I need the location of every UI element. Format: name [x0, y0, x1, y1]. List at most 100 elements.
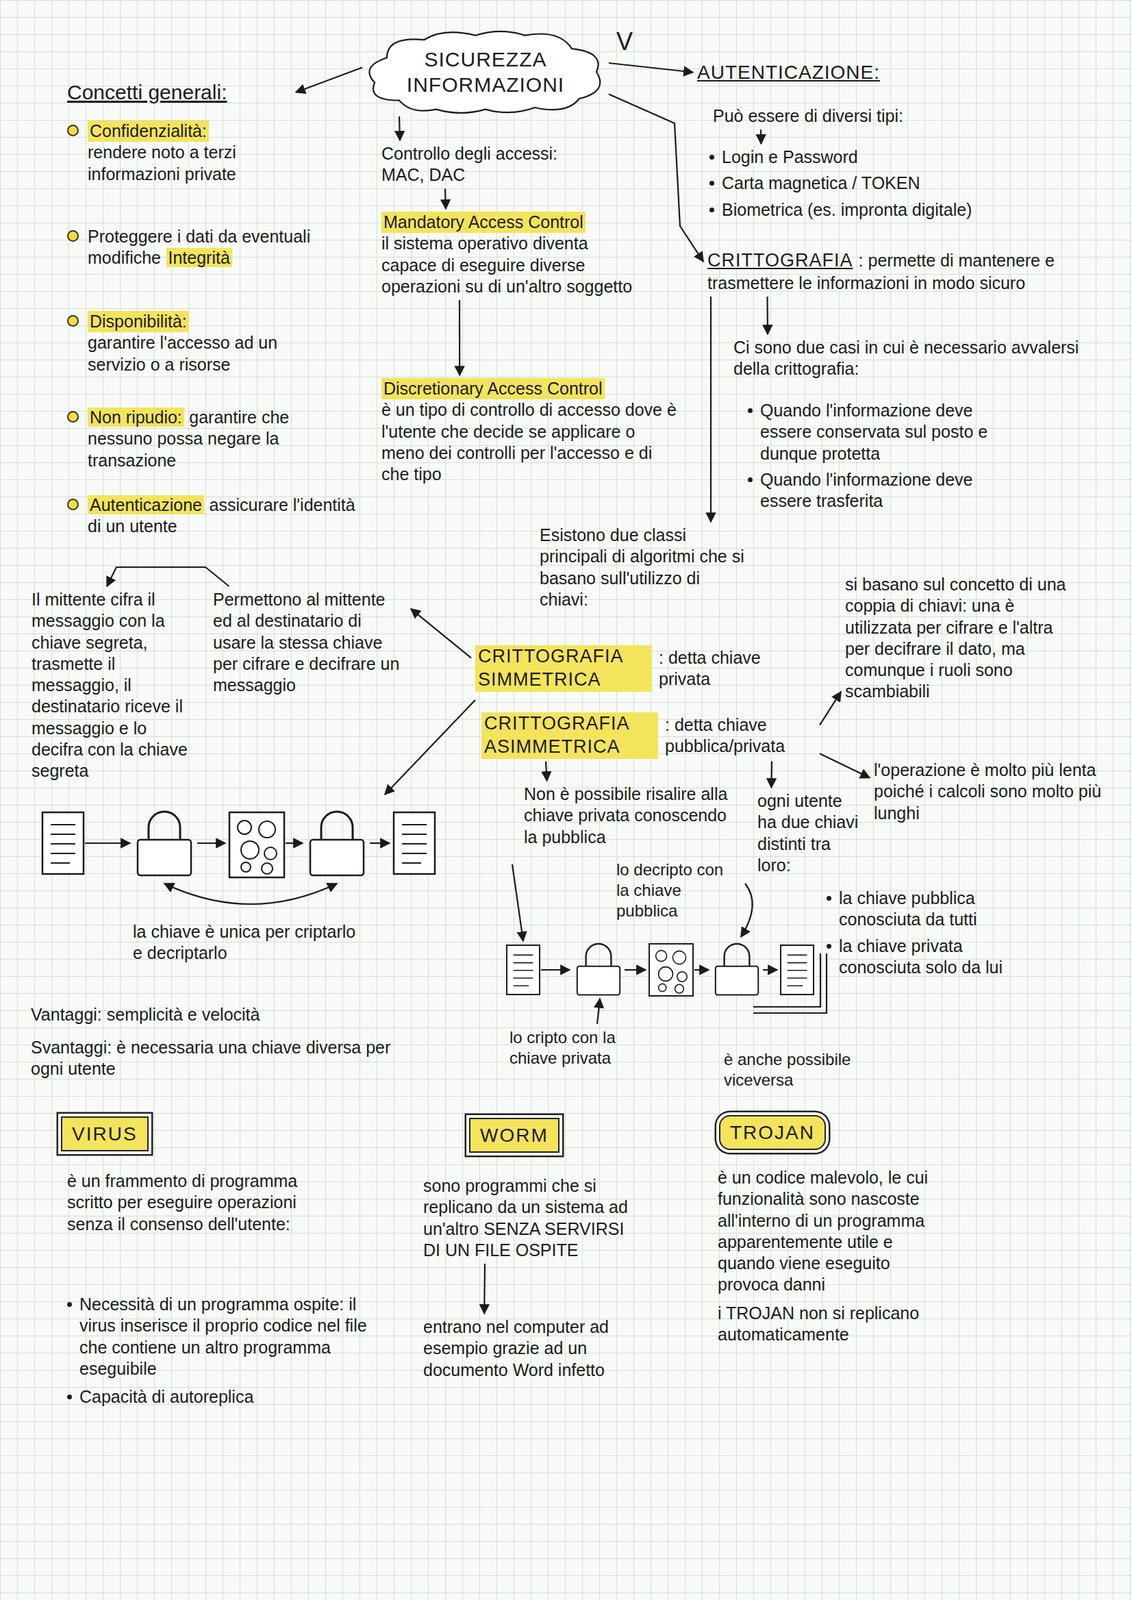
- bracket-lines: [753, 953, 827, 1013]
- body-text: : detta chiave pubblica/privata: [664, 714, 816, 758]
- document-icon: [42, 812, 84, 874]
- bullet-list: la chiave pubblica conosciuta da tuttila…: [818, 884, 1038, 986]
- body-text: garantire l'accesso ad un servizio o a r…: [87, 332, 313, 376]
- body-text: è un frammento di programma scritto per …: [67, 1170, 299, 1235]
- body-text: Può essere di diversi tipi:: [712, 105, 965, 127]
- flow-arrow: [624, 969, 646, 971]
- body-text: entrano nel computer ad esempio grazie a…: [423, 1316, 648, 1381]
- bullet-list: Necessità di un programma ospite: il vir…: [58, 1290, 381, 1415]
- note-text: Non è possibile risalire alla chiave pri…: [519, 780, 746, 851]
- arrow-connector: [545, 761, 548, 782]
- arrow-connector: [483, 1263, 486, 1314]
- body-text: sono programmi che si replicano da un si…: [423, 1175, 635, 1261]
- definition-text: Mandatory Access Controlil sistema opera…: [377, 208, 652, 300]
- vice-versa-note: è anche possibile viceversa: [723, 1049, 889, 1091]
- body-text: i TROJAN non si replicano automaticament…: [717, 1302, 950, 1346]
- arrow-connector: [760, 129, 763, 144]
- leader-arrow: [512, 864, 524, 941]
- document-icon: [780, 945, 814, 995]
- definition-text: CRITTOGRAFIA: permette di mantenere e tr…: [703, 246, 1080, 297]
- definition-text: sono programmi che si replicano da un si…: [419, 1172, 639, 1264]
- body-text: ogni utente ha due chiavi distinti tra l…: [757, 790, 863, 876]
- cloud-outline: [362, 27, 609, 117]
- note-text: l'operazione è molto più lenta poiché i …: [869, 756, 1117, 827]
- topic-text: Esistono due classi principali di algori…: [535, 521, 755, 613]
- leader-arrow: [597, 998, 600, 1024]
- body-text: Non è possibile risalire alla chiave pri…: [523, 783, 742, 848]
- bullet-list: Quando l'informazione deve essere conser…: [739, 397, 1014, 520]
- body-text: VIRUS: [71, 1121, 138, 1146]
- heading-text: Non ripudio:: [87, 407, 185, 427]
- body-text: il sistema operativo diventa capace di e…: [381, 232, 648, 298]
- arrow-connector: [106, 567, 229, 587]
- title-box: WORM: [469, 1117, 560, 1153]
- definition-text: Discretionary Access Controlè un tipo di…: [377, 375, 683, 488]
- encrypt-note: lo cripto con la chiave privata: [509, 1027, 654, 1069]
- body-text: Ci sono due casi in cui è necessario avv…: [733, 336, 1109, 381]
- body-text: Capacità di autoreplica: [63, 1386, 377, 1408]
- flow-arrow: [369, 842, 390, 844]
- note-text: Il mittente cifra il messaggio con la ch…: [27, 586, 205, 785]
- title-box: TROJAN: [719, 1114, 826, 1150]
- flow-arrow: [541, 969, 570, 971]
- body-text: WORM: [480, 1123, 549, 1148]
- body-text: Biometrica (es. impronta digitale): [705, 199, 1061, 221]
- arrow-connector: [445, 189, 446, 210]
- flow-arrow: [694, 969, 709, 971]
- lock-icon: [577, 943, 620, 995]
- definition-text: è un codice malevolo, le cui funzionalit…: [713, 1164, 954, 1348]
- body-text: Permettono al mittente ed al destinatari…: [212, 588, 407, 696]
- heading-text: Necessità di un programma ospite: il vir…: [63, 1293, 377, 1380]
- definition-text: è un frammento di programma scritto per …: [63, 1167, 303, 1238]
- body-text: Concetti generali:: [67, 79, 292, 106]
- body-text: l'operazione è molto più lenta poiché i …: [873, 759, 1113, 824]
- arrow-connector: [766, 296, 769, 335]
- lock-icon: [310, 811, 364, 876]
- heading-text: CRITTOGRAFIA: [707, 249, 854, 271]
- arrow-connector: [295, 67, 363, 93]
- heading-text: Quando l'informazione deve essere conser…: [743, 399, 1010, 465]
- decrypt-note: lo decripto con la chiave pubblica: [616, 859, 740, 922]
- arrow-connector: [399, 116, 400, 141]
- cipher-icon: [649, 943, 694, 996]
- flow-arrow: [285, 842, 303, 844]
- arrow-connector: [819, 753, 870, 778]
- section-heading: AUTENTICAZIONE:: [693, 57, 926, 87]
- body-text: Quando l'informazione deve essere trasfe…: [743, 469, 1010, 513]
- note-text: ogni utente ha due chiavi distinti tra l…: [753, 787, 867, 879]
- leader-arrow: [740, 883, 753, 937]
- note-text: si basano sul concetto di una coppia di …: [840, 571, 1078, 706]
- cipher-icon: [229, 812, 285, 878]
- document-icon: [506, 945, 540, 995]
- topic-text: Ci sono due casi in cui è necessario avv…: [729, 334, 1113, 383]
- flow-arrow: [762, 969, 778, 971]
- flow-arrow: [197, 842, 226, 844]
- shared-key-arrow: [164, 883, 337, 904]
- key-note: la chiave è unica per criptarlo e decrip…: [132, 921, 359, 965]
- heading-text: la chiave pubblica conosciuta da tutti: [822, 887, 1034, 931]
- heading-text: Autenticazione: [87, 495, 205, 515]
- cloud-shape: [369, 31, 600, 113]
- concept-item: Confidenzialità:rendere noto a terzi inf…: [83, 117, 324, 188]
- concept-item: Disponibilità:garantire l'accesso ad un …: [83, 308, 317, 379]
- body-text: Controllo degli accessi: MAC, DAC: [381, 143, 600, 187]
- arrow-connector: [410, 608, 472, 659]
- flow-arrows: [84, 842, 390, 844]
- highlight-heading: CRITTOGRAFIA ASIMMETRICA: detta chiave p…: [477, 709, 820, 762]
- topic-text: Può essere di diversi tipi:: [708, 102, 970, 130]
- heading-text: Mandatory Access Control: [381, 211, 586, 233]
- body-text: : detta chiave privata: [658, 647, 810, 691]
- flow-arrow: [84, 842, 131, 844]
- body-text: è un tipo di controllo di accesso dove è…: [381, 399, 678, 485]
- body-text: AUTENTICAZIONE:: [697, 60, 922, 85]
- note-text: entrano nel computer ad esempio grazie a…: [419, 1313, 652, 1384]
- title-box: VIRUS: [60, 1116, 149, 1152]
- lock-icon: [137, 811, 192, 876]
- section-number: V: [616, 26, 633, 57]
- concept-item: Proteggere i dati da eventuali modifiche…: [83, 223, 344, 272]
- concept-item: Non ripudio:garantire che nessuno possa …: [83, 404, 324, 474]
- heading-text: Confidenzialità:: [87, 120, 209, 142]
- body-text: Il mittente cifra il messaggio con la ch…: [31, 588, 200, 782]
- document-icon: [393, 812, 435, 874]
- heading-text: CRITTOGRAFIA SIMMETRICA: [475, 645, 652, 692]
